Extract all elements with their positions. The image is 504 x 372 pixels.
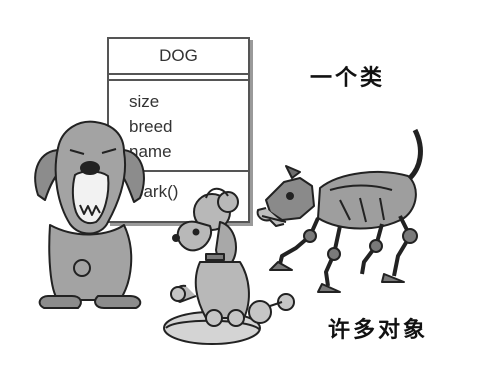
uml-attribute: name <box>129 142 172 161</box>
caption-many-objects: 许多对象 <box>328 317 429 343</box>
uml-attribute: size <box>129 92 160 111</box>
uml-divider <box>109 75 248 81</box>
robot-dog-illustration <box>256 128 423 293</box>
poodle-illustration <box>163 187 295 345</box>
uml-methods: bark() <box>109 172 248 202</box>
uml-attribute: breed <box>129 117 173 136</box>
uml-attributes: size breed name <box>109 81 248 172</box>
caption-one-class: 一个类 <box>310 65 386 91</box>
uml-method: bark() <box>134 182 179 201</box>
uml-class-name: DOG <box>109 39 248 75</box>
shaggy-dog-illustration <box>34 120 145 309</box>
